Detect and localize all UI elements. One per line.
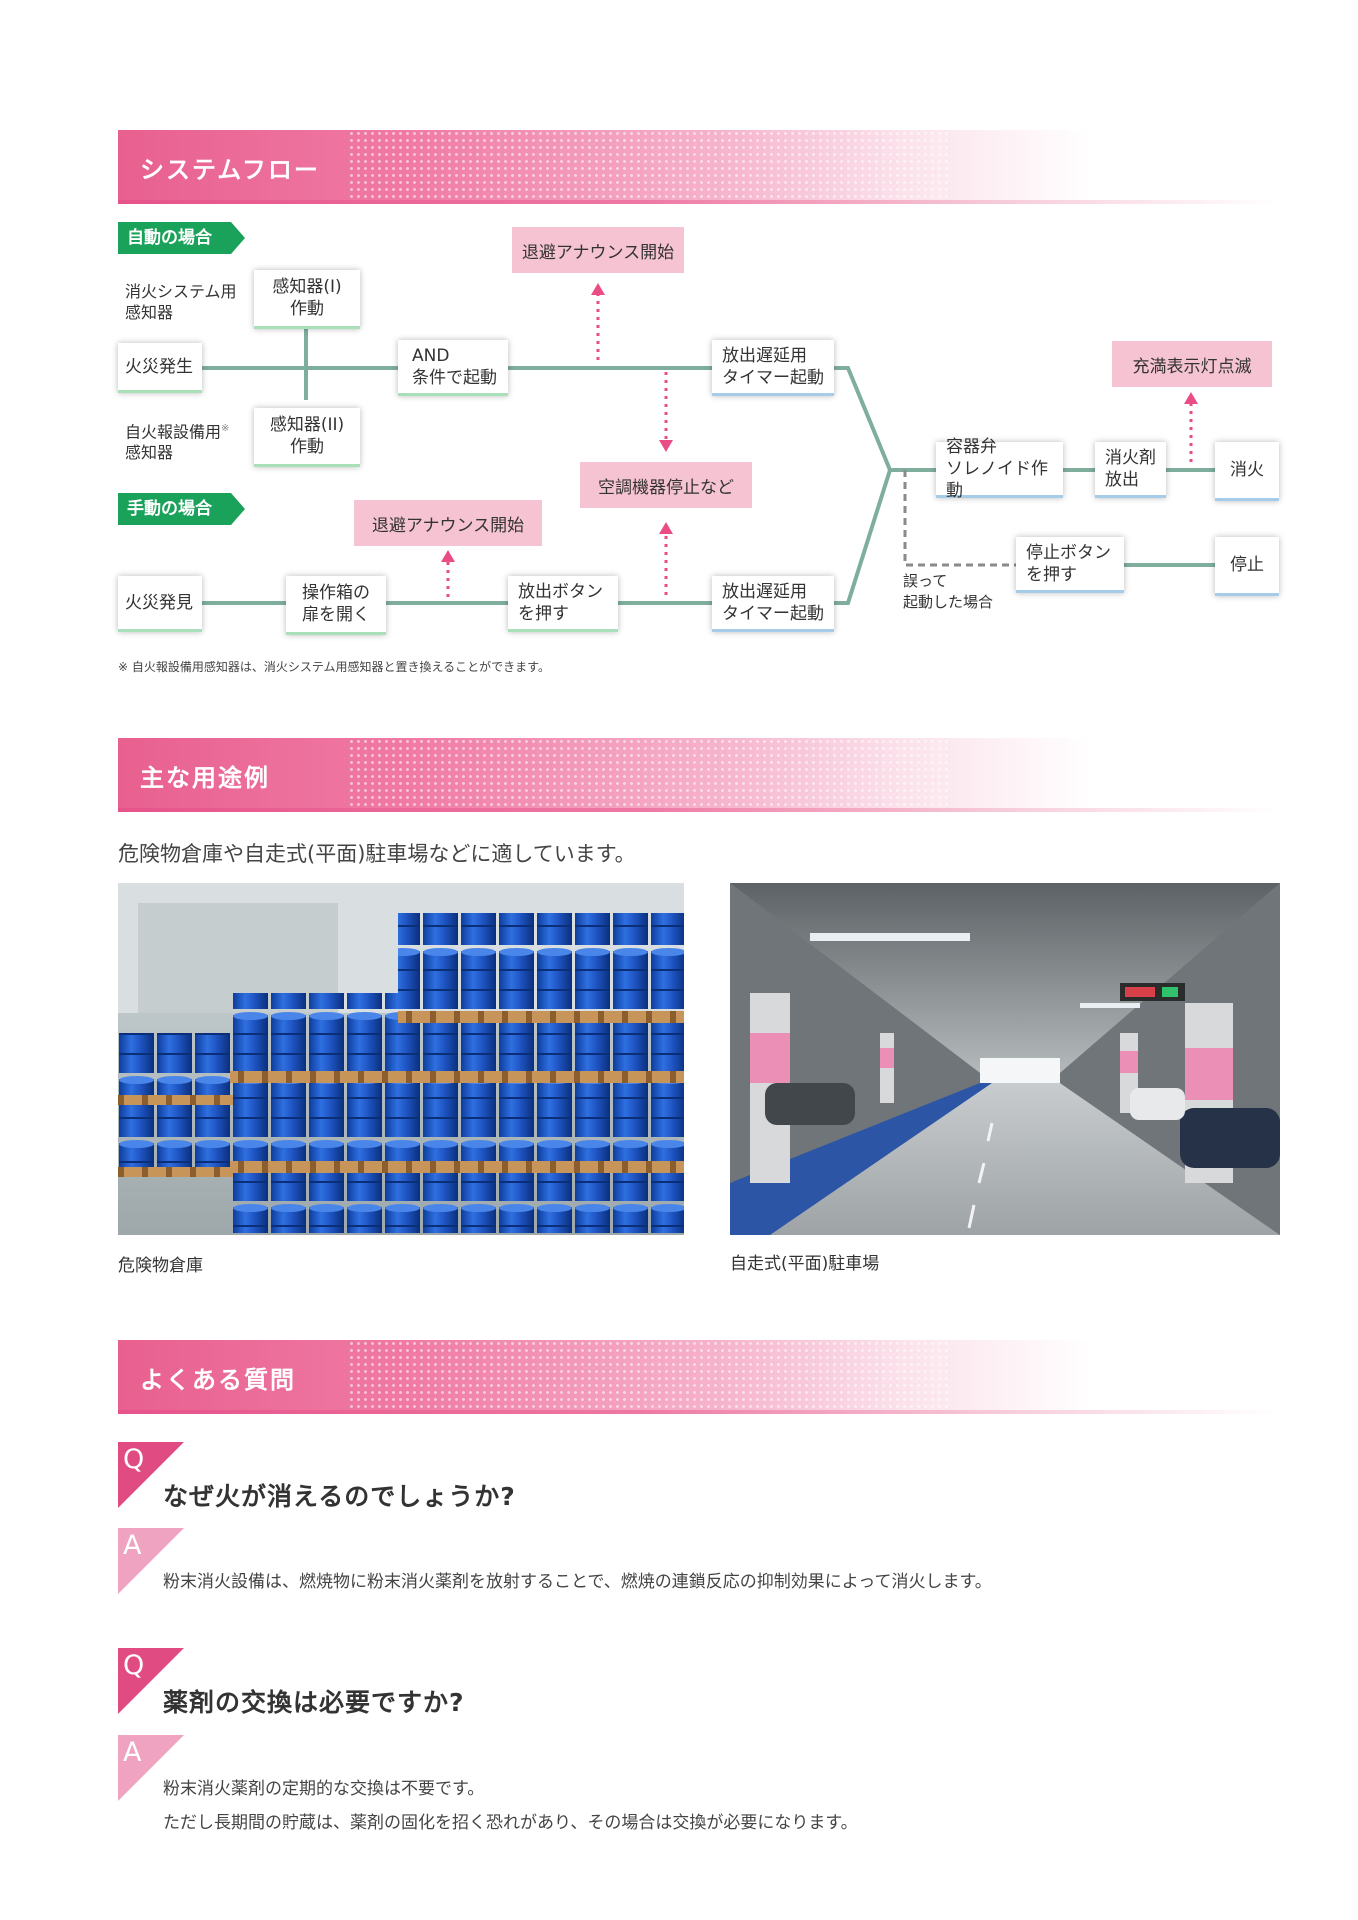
warehouse-caption: 危険物倉庫 [118,1256,203,1276]
section-divider [118,1410,1278,1414]
solenoid-valve-box: 容器弁 ソレノイド作動 [936,437,1063,501]
a-letter: A [123,1737,142,1768]
q-badge-icon [118,1648,184,1714]
full-lamp-box: 充満表示灯点滅 [1112,341,1272,387]
flow-connectors [202,283,1215,605]
q-letter: Q [123,1444,145,1475]
extinguish-box: 消火 [1215,442,1279,501]
press-release-button-box: 放出ボタン を押す [508,576,618,632]
faq-answer-1: 粉末消火設備は、燃焼物に粉末消火薬剤を放射することで、燃焼の連鎖反応の抑制効果に… [163,1572,992,1592]
mistake-label: 誤って 起動した場合 [903,572,994,611]
manual-case-tag: 手動の場合 [118,493,245,525]
delay-timer-box-2: 放出遅延用 タイマー起動 [712,576,834,632]
usage-lead-text: 危険物倉庫や自走式(平面)駐車場などに適しています。 [118,842,636,866]
flow-footnote: ※ 自火報設備用感知器は、消火システム用感知器と置き換えることができます。 [118,660,550,674]
section-title: よくある質問 [140,1366,296,1394]
label-system-detector: 消火システム用 感知器 [125,282,237,322]
sensor-2-box: 感知器(II) 作動 [254,408,360,467]
section-title: 主な用途例 [140,764,270,792]
a-letter: A [123,1530,142,1561]
fire-occur-box: 火災発生 [118,343,202,393]
a-badge-icon [118,1735,184,1801]
section-header-faq: よくある質問 [118,1340,1278,1414]
parking-caption: 自走式(平面)駐車場 [730,1254,880,1274]
section-header-flow: システムフロー [118,130,1278,204]
q-letter: Q [123,1650,145,1681]
delay-timer-box-1: 放出遅延用 タイマー起動 [712,340,834,396]
and-condition-box: AND 条件で起動 [398,340,508,396]
drum-illustration [118,883,684,1233]
ac-stop-box: 空調機器停止など [580,462,752,508]
q-badge-icon [118,1442,184,1508]
parking-illustration [730,883,1280,1235]
label-alarm-detector: 自火報設備用※感知器 [125,422,230,463]
agent-release-box: 消火剤 放出 [1095,442,1166,498]
open-box-door-box: 操作箱の 扉を開く [286,576,386,635]
warehouse-photo [118,883,684,1235]
stop-button-box: 停止ボタン を押す [1016,537,1124,593]
evac-announce-box-2: 退避アナウンス開始 [354,500,542,546]
evac-announce-box-1: 退避アナウンス開始 [512,227,684,273]
parking-photo [730,883,1280,1235]
section-divider [118,808,1278,812]
fire-found-box: 火災発見 [118,576,202,632]
auto-case-tag: 自動の場合 [118,222,245,254]
section-header-usage: 主な用途例 [118,738,1278,812]
sensor-1-box: 感知器(I) 作動 [254,270,360,329]
faq-question-2: 薬剤の交換は必要ですか? [163,1688,465,1717]
faq-answer-2: 粉末消火薬剤の定期的な交換は不要です。 ただし長期間の貯蔵は、薬剤の固化を招く恐… [163,1779,858,1833]
section-divider [118,200,1278,204]
stop-box: 停止 [1215,537,1279,596]
a-badge-icon [118,1528,184,1594]
section-title: システムフロー [140,156,320,184]
faq-question-1: なぜ火が消えるのでしょうか? [163,1482,516,1511]
